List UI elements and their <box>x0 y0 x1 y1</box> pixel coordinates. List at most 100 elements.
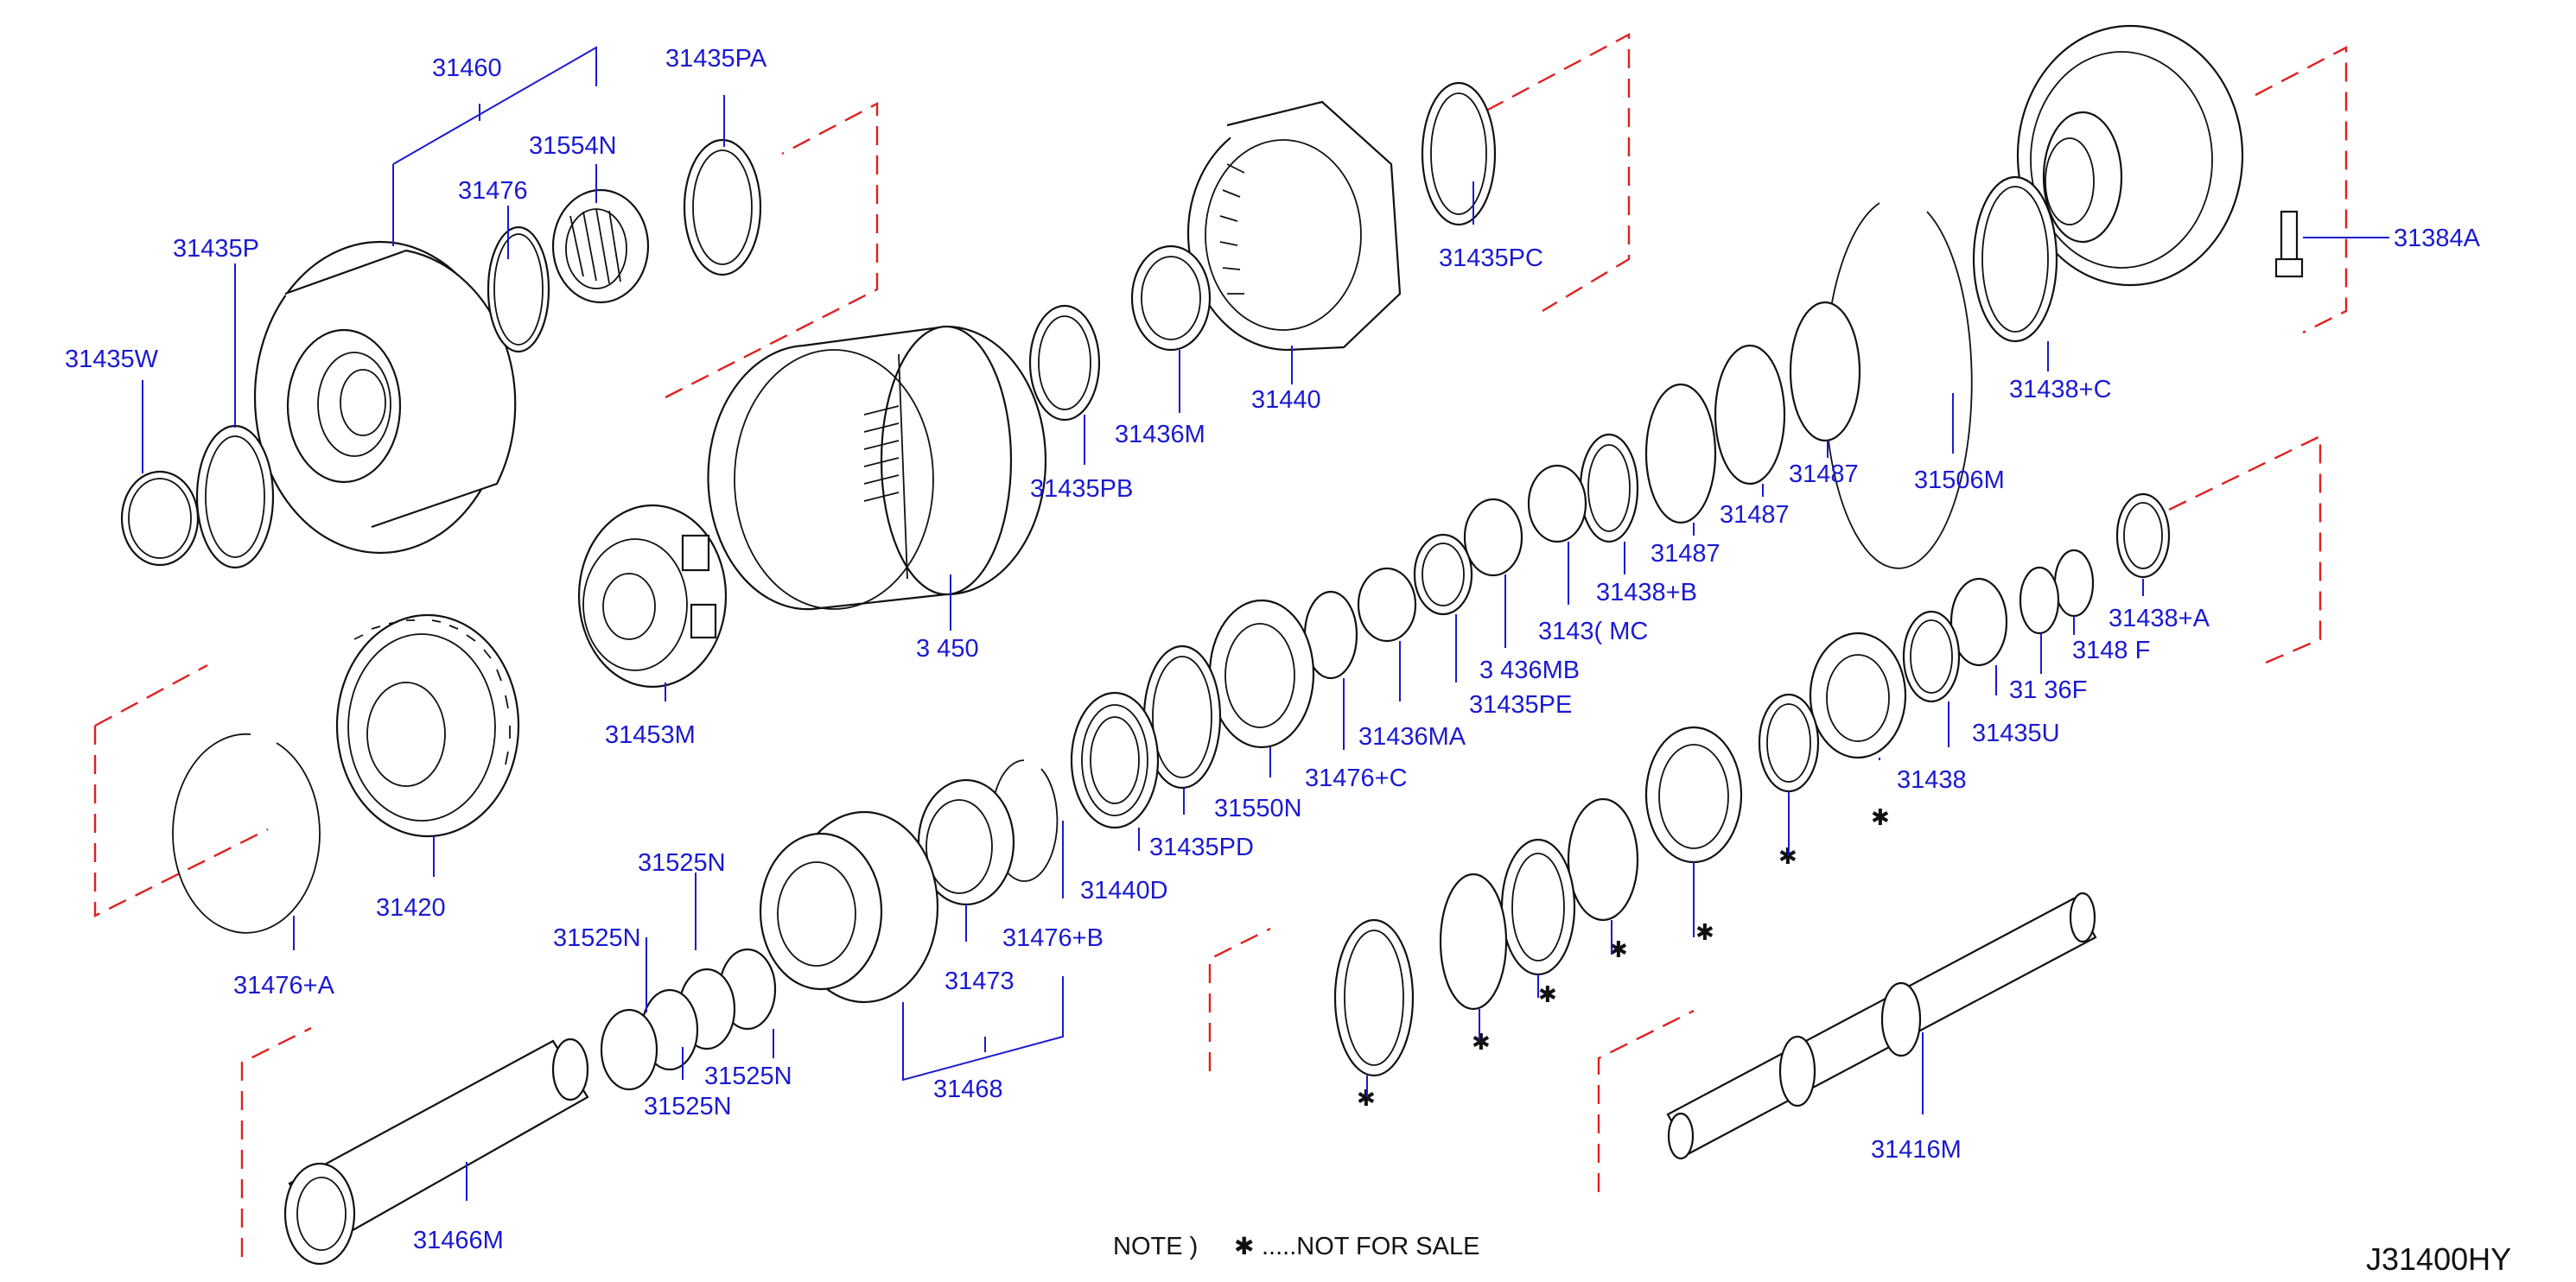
label-31466M[interactable]: 31466M <box>413 1227 504 1254</box>
svg-text:✱: ✱ <box>1695 919 1714 945</box>
plate-31436MC <box>1527 464 1587 543</box>
label-31476C[interactable]: 31476+C <box>1305 765 1408 792</box>
drum-31460 <box>253 240 517 555</box>
needle-bearing-31554N <box>551 188 650 304</box>
piston-31440D <box>1070 691 1160 829</box>
label-31435W[interactable]: 31435W <box>65 346 159 373</box>
label-31440D[interactable]: 31440D <box>1080 877 1168 904</box>
svg-text:✱: ✱ <box>1609 936 1628 962</box>
note-not-for-sale: NOTE ) ✱ .....NOT FOR SALE <box>1113 1233 1479 1260</box>
not-for-sale-star-icon: ✱ ✱ ✱ ✱ ✱ ✱ ✱ <box>1357 804 1890 1111</box>
label-31468[interactable]: 31468 <box>933 1076 1003 1103</box>
note-text: .....NOT FOR SALE <box>1262 1233 1479 1260</box>
seal-ring-31487-c <box>1644 383 1717 524</box>
snap-ring-31486F <box>2053 549 2095 618</box>
label-31476A[interactable]: 31476+A <box>233 972 335 1000</box>
label-31436MB[interactable]: 3 436MB <box>1479 657 1580 684</box>
label-31487-a[interactable]: 31487 <box>1789 460 1859 488</box>
label-31435PB[interactable]: 31435PB <box>1030 475 1133 503</box>
thrust-washer-31435PA <box>683 138 762 276</box>
label-31438C[interactable]: 31438+C <box>2009 376 2112 403</box>
label-31435PA[interactable]: 31435PA <box>665 45 767 73</box>
label-31453M[interactable]: 31453M <box>605 721 696 749</box>
label-31436M[interactable]: 31436M <box>1115 421 1205 448</box>
thrust-washer-31435P <box>195 424 275 569</box>
label-31506M[interactable]: 31506M <box>1914 466 2005 494</box>
washer-31435W <box>120 470 200 567</box>
label-31436MC[interactable]: 3143( MC <box>1538 618 1648 645</box>
part-labels: 31460 31435PA 31554N 31476 31435P 31435W… <box>65 45 2481 1254</box>
not-for-sale-star-icon: ✱ <box>1234 1233 1254 1260</box>
label-31487-c[interactable]: 31487 <box>1651 540 1721 568</box>
label-31435U[interactable]: 31435U <box>1972 720 2060 747</box>
label-31487-b[interactable]: 31487 <box>1720 501 1790 529</box>
shaft-31466M <box>283 1038 589 1266</box>
label-31460[interactable]: 31460 <box>432 54 502 82</box>
label-31550N[interactable]: 31550N <box>1214 795 1302 822</box>
bearing-not-for-sale-4 <box>1500 838 1576 976</box>
svg-text:✱: ✱ <box>1778 843 1797 869</box>
washer-not-for-sale-1 <box>1758 693 1820 793</box>
label-31473[interactable]: 31473 <box>945 968 1014 995</box>
label-31438A[interactable]: 31438+A <box>2109 605 2210 632</box>
label-31525N-left[interactable]: 31525N <box>553 924 641 952</box>
snap-ring-31476A <box>172 733 321 934</box>
label-31438[interactable]: 31438 <box>1897 766 1967 794</box>
label-31554N[interactable]: 31554N <box>529 132 617 160</box>
label-31436F[interactable]: 31 36F <box>2009 676 2087 704</box>
washer-31435U <box>1949 577 2008 667</box>
carrier-31453M <box>577 504 728 689</box>
diagram-code: J31400HY <box>2366 1241 2511 1277</box>
label-31416M[interactable]: 31416M <box>1871 1136 1962 1164</box>
snap-ring-31476 <box>487 225 550 353</box>
label-31420[interactable]: 31420 <box>376 894 446 922</box>
bolt-31384A <box>2274 210 2304 278</box>
reference-box-left-middle <box>93 663 269 917</box>
toothed-drum-31420 <box>335 613 520 838</box>
label-31440[interactable]: 31440 <box>1251 386 1321 414</box>
label-31525N-top[interactable]: 31525N <box>638 849 726 877</box>
thrust-washer-31438A <box>2115 492 2171 579</box>
reference-box-bottom-center <box>1208 927 1271 1071</box>
label-31525N-mid[interactable]: 31525N <box>704 1063 792 1090</box>
label-31450[interactable]: 3 450 <box>916 635 979 663</box>
label-31435PE[interactable]: 31435PE <box>1469 691 1572 719</box>
label-31384A[interactable]: 31384A <box>2394 225 2481 252</box>
clutch-hub-31550N <box>1208 599 1315 749</box>
label-31438B[interactable]: 31438+B <box>1596 579 1697 606</box>
reference-box-right-middle <box>2168 435 2322 667</box>
seal-ring-31487-b <box>1714 344 1786 486</box>
label-31435PD[interactable]: 31435PD <box>1149 834 1254 861</box>
svg-text:✱: ✱ <box>1538 981 1557 1007</box>
svg-text:✱: ✱ <box>1357 1085 1376 1111</box>
label-31486F[interactable]: 3148 F <box>2072 637 2150 664</box>
reference-box-top-right <box>2255 46 2348 334</box>
thrust-washer-31438C <box>1972 175 2058 343</box>
label-31476B[interactable]: 31476+B <box>1002 924 1104 952</box>
note-prefix: NOTE ) <box>1113 1233 1198 1260</box>
clutch-hub-right <box>1809 631 1907 759</box>
leader-lines <box>142 46 2389 1201</box>
label-31435P[interactable]: 31435P <box>173 235 259 263</box>
thrust-washer-31435PC <box>1421 81 1497 226</box>
label-31436MA[interactable]: 31436MA <box>1358 723 1466 751</box>
ring-not-for-sale-3 <box>1567 797 1639 922</box>
reference-box-bottom-right <box>1597 1009 1695 1192</box>
svg-text:✱: ✱ <box>1871 804 1890 830</box>
plate-31436MB <box>1463 498 1523 577</box>
thrust-washer-31438 <box>1902 610 1961 703</box>
label-31476[interactable]: 31476 <box>458 177 528 205</box>
label-31525N-bottom[interactable]: 31525N <box>644 1093 732 1120</box>
ring-not-for-sale-5 <box>1439 873 1508 1011</box>
reference-box-top-center <box>1485 33 1631 313</box>
toothed-drum-31440 <box>1186 100 1402 352</box>
main-shaft-31416M <box>1666 892 2097 1160</box>
seal-ring-31487-a <box>1789 301 1861 442</box>
snap-ring-31476B <box>990 759 1059 882</box>
thrust-washer-31435PE <box>1413 533 1473 616</box>
gear-housing-upper-right <box>2016 24 2244 287</box>
reference-box-left-upper <box>665 102 879 399</box>
thrust-washer-31435PB <box>1028 304 1101 422</box>
label-31435PC[interactable]: 31435PC <box>1439 244 1543 272</box>
